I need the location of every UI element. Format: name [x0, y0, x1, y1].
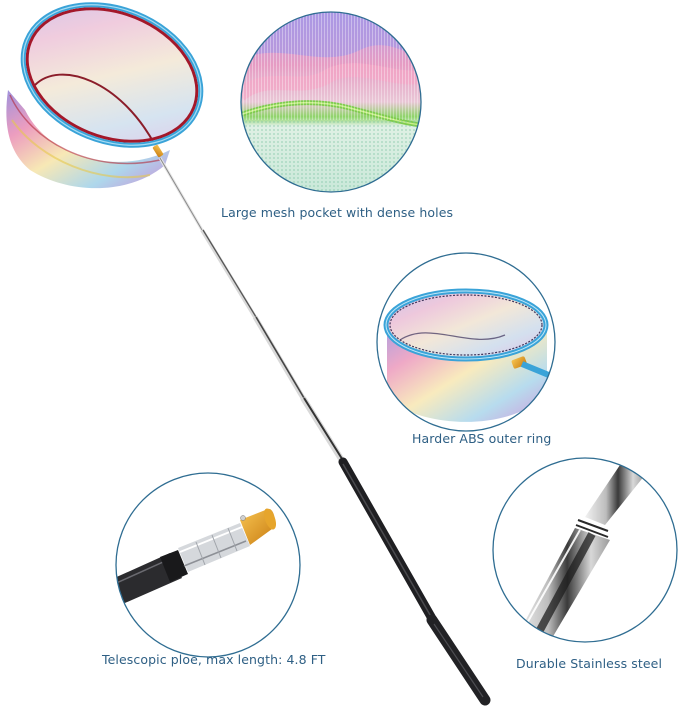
net-head [6, 2, 204, 189]
mesh-closeup-icon [240, 11, 422, 193]
steel-tube-closeup-icon [492, 457, 678, 643]
telescopic-pole-closeup-icon [115, 472, 301, 658]
caption-mesh-pocket: Large mesh pocket with dense holes [221, 205, 454, 220]
ring-closeup-icon [376, 252, 556, 432]
caption-telescopic-pole: Telescopic ploe, max length: 4.8 FT [102, 652, 326, 667]
caption-stainless-steel: Durable Stainless steel [516, 656, 663, 671]
telescopic-pole [158, 157, 491, 706]
caption-abs-ring: Harder ABS outer ring [412, 431, 552, 446]
